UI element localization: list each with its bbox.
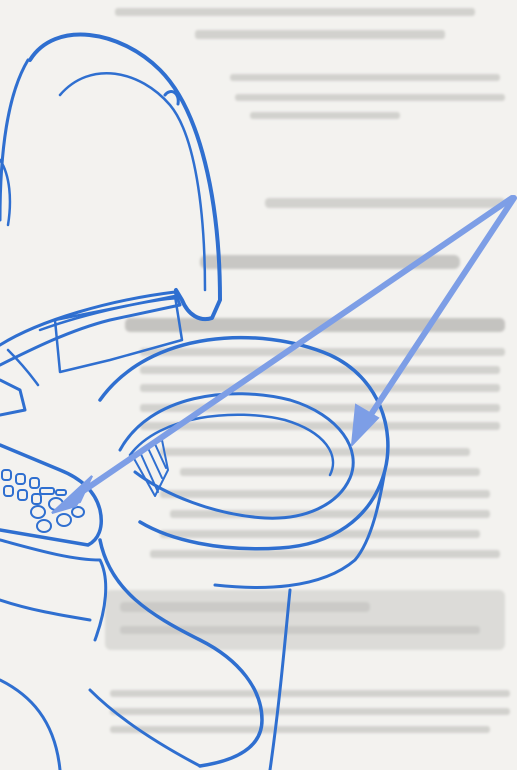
button-round-1 xyxy=(31,506,45,518)
button-round-4 xyxy=(57,514,71,526)
button-1 xyxy=(2,470,11,480)
button-6 xyxy=(32,494,41,504)
button-2 xyxy=(16,474,25,484)
button-round-3 xyxy=(37,520,51,532)
button-3 xyxy=(30,478,39,488)
button-round-5 xyxy=(72,507,84,517)
button-5 xyxy=(18,490,27,500)
button-4 xyxy=(4,486,13,496)
